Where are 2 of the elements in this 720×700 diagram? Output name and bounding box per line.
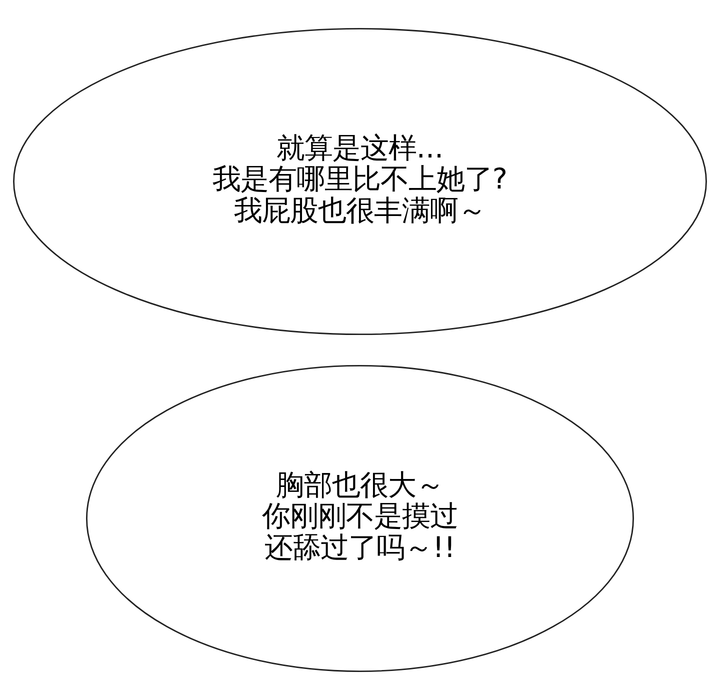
node-ellipse: 就算是这样...我是有哪里比不上她了?我屁股也很丰满啊～: [13, 28, 707, 336]
node-ellipse: 胸部也很大～你刚刚不是摸过还舔过了吗～!!: [86, 364, 634, 672]
